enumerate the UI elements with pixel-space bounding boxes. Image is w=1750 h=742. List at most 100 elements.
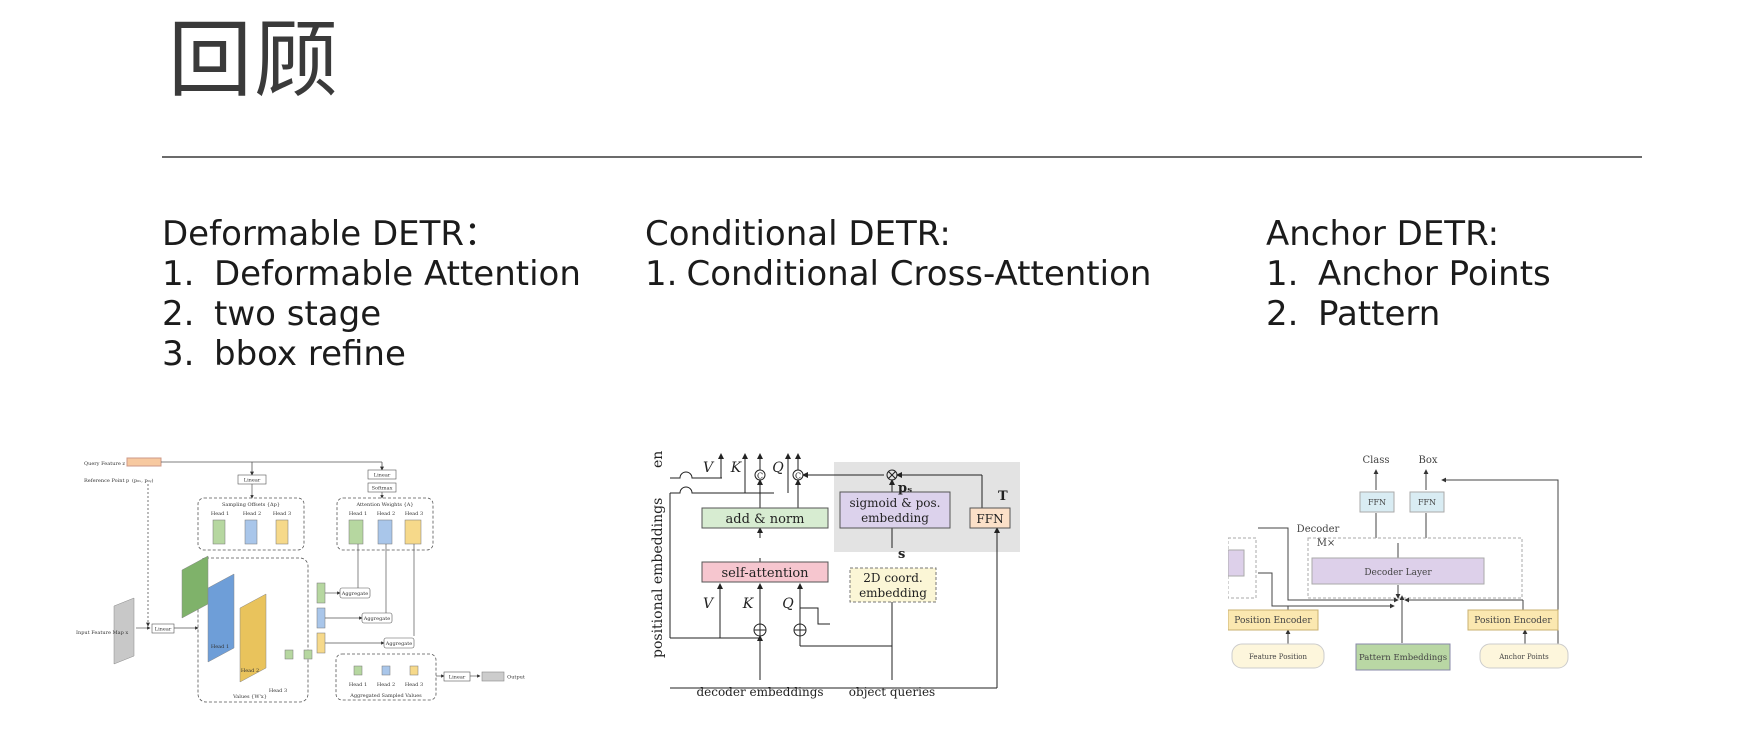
feature-position-label: Feature Position [1249, 653, 1308, 661]
class-label: Class [1362, 455, 1389, 466]
v-label: V [703, 460, 715, 476]
position-encoder-box [1228, 609, 1319, 631]
self-attention-box [701, 561, 829, 583]
list-item: 3. bbox refine [162, 334, 581, 374]
conditional-detr-diagram: positional embeddings en [650, 451, 1020, 699]
aggregated-values-label: Aggregated Sampled Values [349, 693, 422, 699]
values-label: Values {W'x} [232, 694, 267, 700]
section-heading: Conditional DETR: [645, 214, 951, 254]
aggregate-box [361, 612, 393, 624]
decoder-layer-box [1311, 557, 1485, 585]
head-label: Head 1 [349, 682, 367, 688]
list-text: Pattern [1318, 294, 1441, 334]
deformable-attention-diagram: Query Feature z Reference Point p (p₀ₓ, … [76, 457, 525, 703]
head-label: Head 1 [211, 511, 229, 517]
title-divider [162, 156, 1642, 158]
deformable-detr-section: Deformable DETR： 1.Deformable Attention … [162, 214, 581, 374]
reference-point-label: Reference Point p [84, 478, 129, 484]
anchor-detr-section: Anchor DETR: 1.Anchor Points 2.Pattern [1266, 214, 1551, 334]
query-feature-label: Query Feature z [84, 461, 125, 467]
section-heading: Deformable DETR： [162, 214, 499, 254]
box-label: Box [1418, 455, 1437, 466]
page-title: 回顾 [168, 11, 341, 109]
head-label: Head 3 [269, 688, 287, 694]
list-text: bbox refine [214, 334, 406, 374]
list-number: 1. [645, 254, 678, 294]
head-label: Head 3 [273, 511, 291, 517]
position-encoder-box [1467, 609, 1559, 631]
k-label: K [730, 460, 743, 476]
concat-label: C [757, 472, 763, 481]
ffn-box [969, 507, 1011, 529]
k-label: K [742, 596, 755, 612]
linear-label: Linear [244, 478, 261, 484]
head-label: Head 2 [377, 511, 395, 517]
self-attention-label: self-attention [721, 566, 809, 581]
list-text: Deformable Attention [214, 254, 581, 294]
q-label: Q [772, 460, 784, 476]
conditional-detr-section: Conditional DETR: 1.Conditional Cross-At… [645, 214, 1151, 294]
list-number: 2. [1266, 294, 1299, 334]
anchor-points-label: Anchor Points [1498, 653, 1549, 661]
t-label: T [998, 489, 1008, 504]
query-feature-box [126, 457, 162, 467]
head-label: Head 2 [377, 682, 395, 688]
list-number: 3. [162, 334, 195, 374]
coord-label: embedding [859, 586, 927, 600]
linear-box [367, 469, 397, 480]
anchor-detr-diagram: Class Box FFN FFN Decoder M× Decoder Lay… [1228, 455, 1569, 671]
s-label: s [898, 547, 905, 562]
anchor-points-box [1479, 643, 1569, 669]
head-label: Head 2 [243, 511, 261, 517]
linear-box [151, 623, 175, 634]
head-label: Head 3 [405, 682, 423, 688]
sigmoid-label: embedding [861, 511, 929, 525]
object-queries-label: object queries [849, 685, 935, 699]
list-item: 2.two stage [162, 294, 581, 334]
list-number: 1. [162, 254, 195, 294]
feature-position-box [1231, 643, 1325, 669]
mx-label: M× [1317, 538, 1336, 549]
position-encoder-label: Position Encoder [1474, 616, 1552, 626]
position-encoder-label: Position Encoder [1234, 616, 1312, 626]
softmax-label: Softmax [372, 486, 393, 492]
concat-label: C [795, 472, 801, 481]
q-label: Q [782, 596, 794, 612]
decoder-label: Decoder [1297, 524, 1340, 535]
add-norm-label: add & norm [726, 512, 805, 527]
list-number: 2. [162, 294, 195, 334]
linear-label: Linear [449, 675, 466, 681]
ffn-label: FFN [1368, 498, 1386, 507]
decoder-embeddings-label: decoder embeddings [696, 685, 823, 699]
en-label: en [650, 451, 666, 468]
head-label: Head 2 [241, 668, 259, 674]
aggregate-label: Aggregate [341, 591, 369, 597]
pattern-embeddings-box [1355, 643, 1451, 671]
ffn-box [1359, 491, 1395, 513]
reference-coords-label: (p₀ₓ, p₀ᵧ) [132, 477, 154, 484]
coord-label: 2D coord. [863, 571, 922, 585]
output-box [481, 671, 505, 682]
sigmoid-label: sigmoid & pos. [850, 496, 941, 510]
attention-weights-label: Attention Weights {A} [356, 502, 414, 508]
section-heading: Anchor DETR: [1266, 214, 1500, 254]
ffn-label: FFN [1418, 498, 1436, 507]
positional-embeddings-label: positional embeddings [650, 498, 666, 658]
input-feature-map-label: Input Feature Map x [76, 630, 128, 636]
linear-label: Linear [374, 473, 391, 479]
coord-embedding-box [849, 567, 937, 603]
aggregate-label: Aggregate [363, 616, 391, 622]
add-norm-box [701, 507, 829, 529]
aggregate-box [383, 637, 415, 649]
ffn-box [1409, 491, 1445, 513]
head-label: Head 1 [211, 644, 229, 650]
decoder-layer-label: Decoder Layer [1364, 568, 1432, 578]
head-label: Head 1 [349, 511, 367, 517]
linear-box [443, 671, 471, 682]
list-item: 1.Conditional Cross-Attention [645, 254, 1151, 294]
head-label: Head 3 [405, 511, 423, 517]
aggregate-box [339, 587, 371, 599]
ffn-label: FFN [976, 512, 1003, 526]
output-label: Output [507, 675, 525, 681]
linear-label: Linear [155, 627, 172, 633]
